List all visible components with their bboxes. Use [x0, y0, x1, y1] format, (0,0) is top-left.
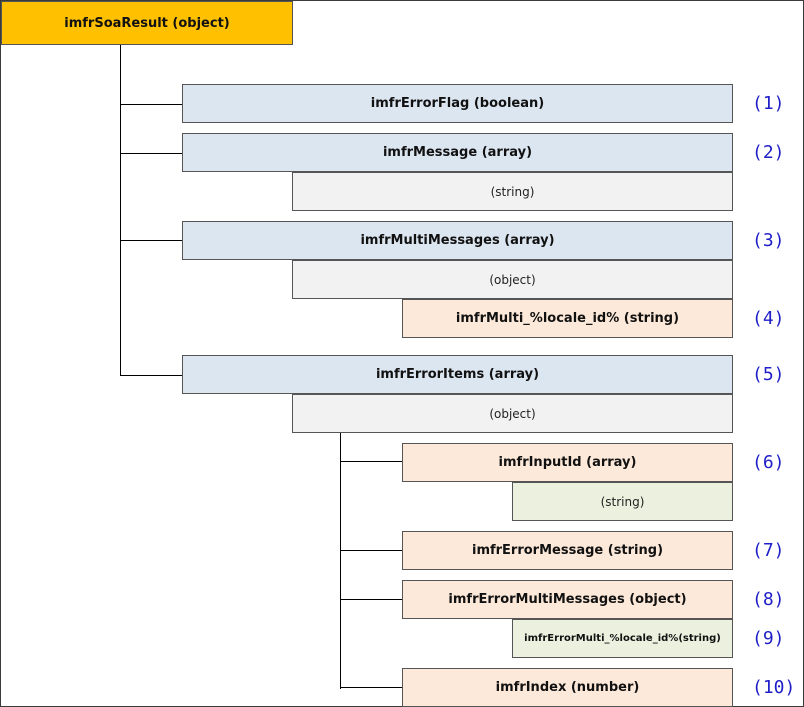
connector-error-flag — [120, 104, 182, 105]
connector-multi-messages — [120, 240, 182, 241]
error-items-trunk-line — [340, 432, 341, 689]
connector-input-id — [340, 461, 402, 462]
node-index: imfrIndex (number) — [402, 668, 733, 707]
ref-number-9: (9) — [752, 628, 785, 649]
ref-number-1: (1) — [752, 93, 785, 114]
node-multi-messages: imfrMultiMessages (array) — [182, 221, 733, 260]
node-message: imfrMessage (array) — [182, 133, 733, 172]
ref-number-4: (4) — [752, 308, 785, 329]
ref-number-3: (3) — [752, 230, 785, 251]
connector-message — [120, 153, 182, 154]
node-root: imfrSoaResult (object) — [1, 1, 293, 45]
node-input-id-item: (string) — [512, 482, 733, 521]
ref-number-7: (7) — [752, 540, 785, 561]
node-error-multi-messages: imfrErrorMultiMessages (object) — [402, 580, 733, 619]
node-error-items-item: (object) — [292, 394, 733, 433]
node-multi-locale: imfrMulti_%locale_id% (string) — [402, 299, 733, 338]
root-trunk-line — [120, 44, 121, 376]
ref-number-10: (10) — [752, 677, 796, 698]
connector-index — [340, 687, 402, 688]
connector-error-message — [340, 550, 402, 551]
ref-number-5: (5) — [752, 364, 785, 385]
node-error-multi-locale: imfrErrorMulti_%locale_id%(string) — [512, 619, 733, 658]
node-error-items: imfrErrorItems (array) — [182, 355, 733, 394]
ref-number-6: (6) — [752, 452, 785, 473]
node-input-id: imfrInputId (array) — [402, 443, 733, 482]
connector-error-items — [120, 375, 182, 376]
connector-error-multi-messages — [340, 599, 402, 600]
node-error-flag: imfrErrorFlag (boolean) — [182, 84, 733, 123]
ref-number-2: (2) — [752, 142, 785, 163]
node-message-item: (string) — [292, 172, 733, 211]
ref-number-8: (8) — [752, 589, 785, 610]
node-error-message: imfrErrorMessage (string) — [402, 531, 733, 570]
node-multi-messages-item: (object) — [292, 260, 733, 299]
